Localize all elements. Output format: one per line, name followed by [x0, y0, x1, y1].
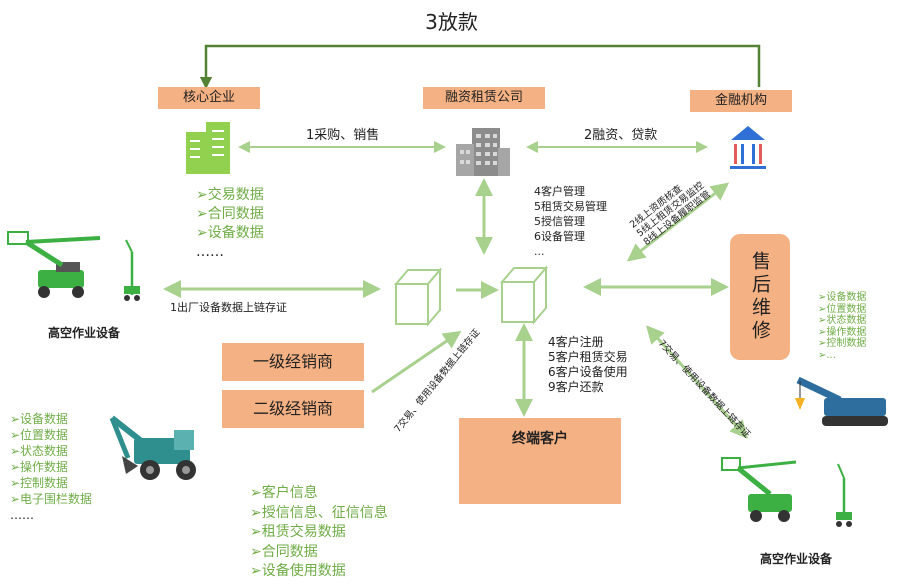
equipment-chain-arrow	[645, 325, 749, 439]
list-item: ➢状态数据	[818, 315, 867, 326]
financial-institution-label: 金融机构	[714, 93, 767, 108]
list-item: ➢位置数据	[818, 303, 867, 315]
finance-leasing-label: 融资租赁公司	[444, 90, 523, 105]
list-item: ➢操作数据	[818, 326, 867, 338]
list-item: 5租赁交易管理	[534, 200, 607, 213]
purchase-sale-label: 1采购、销售	[306, 128, 380, 143]
list-item: ➢位置数据	[10, 428, 69, 442]
dealer-level-1-label: 一级经销商	[252, 352, 333, 371]
list-item: ➢设备使用数据	[250, 563, 346, 579]
boom-lift-icon	[721, 457, 797, 522]
loan-loop-connector	[199, 44, 761, 90]
factory-chain-label: 1出厂设备数据上链存证	[170, 301, 287, 314]
leasing-management-list: 4客户管理 5租赁交易管理 5授信管理 6设备管理 ...	[534, 184, 607, 259]
list-item: ➢授信信息、征信信息	[250, 504, 388, 521]
end-customer-label: 终端客户	[512, 431, 568, 447]
finance-chain-arrow	[626, 182, 730, 262]
cube-icon	[499, 265, 549, 325]
aftersales-label: 售后维修	[749, 251, 771, 343]
list-item: ➢合同数据	[196, 206, 264, 222]
core-enterprise-node[interactable]: 核心企业	[158, 87, 260, 109]
list-item: 4客户注册	[548, 335, 604, 349]
dealer-level-2-label: 二级经销商	[252, 399, 333, 418]
list-item: ➢操作数据	[10, 460, 69, 474]
boom-lift-icon	[7, 231, 101, 298]
list-item: 6设备管理	[534, 230, 585, 243]
list-item: 5授信管理	[534, 215, 585, 228]
aftersales-node[interactable]: 售后维修	[730, 234, 790, 360]
core-enterprise-label: 核心企业	[182, 90, 235, 105]
list-item: ……	[10, 508, 34, 522]
list-item: ...	[534, 245, 545, 258]
list-item: ➢控制数据	[818, 338, 867, 349]
core-data-list: ➢交易数据 ➢合同数据 ➢设备数据 ……	[196, 186, 264, 262]
building-icon	[186, 122, 230, 174]
equipment-left-label: 高空作业设备	[48, 326, 121, 340]
list-item: ➢设备数据	[818, 292, 867, 303]
list-item: ➢交易数据	[196, 187, 264, 203]
cube-icon	[393, 267, 443, 327]
customer-actions-list: 4客户注册 5客户租赁交易 6客户设备使用 9客户还款	[548, 335, 628, 395]
dealer-level-2-node[interactable]: 二级经销商	[222, 390, 364, 428]
crane-icon	[795, 376, 888, 426]
list-item: ➢设备数据	[10, 412, 69, 426]
list-item: ➢租赁交易数据	[250, 524, 346, 540]
financial-institution-node[interactable]: 金融机构	[690, 90, 792, 112]
excavator-data-list: ➢设备数据 ➢位置数据 ➢状态数据 ➢操作数据 ➢控制数据 ➢电子围栏数据 ……	[10, 411, 92, 523]
list-item: ➢合同数据	[250, 543, 318, 560]
dealer-level-1-node[interactable]: 一级经销商	[222, 343, 364, 381]
boom-lift-icon	[836, 463, 852, 527]
list-item: 5客户租赁交易	[548, 350, 628, 364]
equipment-right-label: 高空作业设备	[760, 552, 833, 566]
boom-lift-icon	[124, 239, 140, 301]
list-item: ➢...	[818, 349, 836, 361]
bank-icon	[730, 126, 766, 169]
list-item: ➢客户信息	[250, 485, 318, 501]
customer-info-list: ➢客户信息 ➢授信信息、征信信息 ➢租赁交易数据 ➢合同数据 ➢设备使用数据	[250, 484, 388, 582]
list-item: ➢设备数据	[196, 225, 264, 241]
list-item: ……	[196, 244, 224, 260]
financing-loan-label: 2融资、贷款	[584, 128, 658, 143]
list-item: 9客户还款	[548, 380, 604, 394]
list-item: ➢状态数据	[10, 444, 69, 458]
dealer-chain-arrow	[371, 330, 462, 394]
office-building-icon	[456, 128, 510, 176]
finance-leasing-node[interactable]: 融资租赁公司	[423, 87, 545, 109]
excavator-icon	[109, 415, 196, 480]
list-item: 6客户设备使用	[548, 365, 628, 379]
loan-title: 3放款	[425, 10, 478, 34]
list-item: 4客户管理	[534, 185, 585, 198]
list-item: ➢电子围栏数据	[10, 492, 93, 506]
list-item: ➢控制数据	[10, 476, 69, 490]
end-customer-node[interactable]: 终端客户	[459, 418, 621, 504]
crane-data-list: ➢设备数据 ➢位置数据 ➢状态数据 ➢操作数据 ➢控制数据 ➢...	[818, 292, 866, 361]
